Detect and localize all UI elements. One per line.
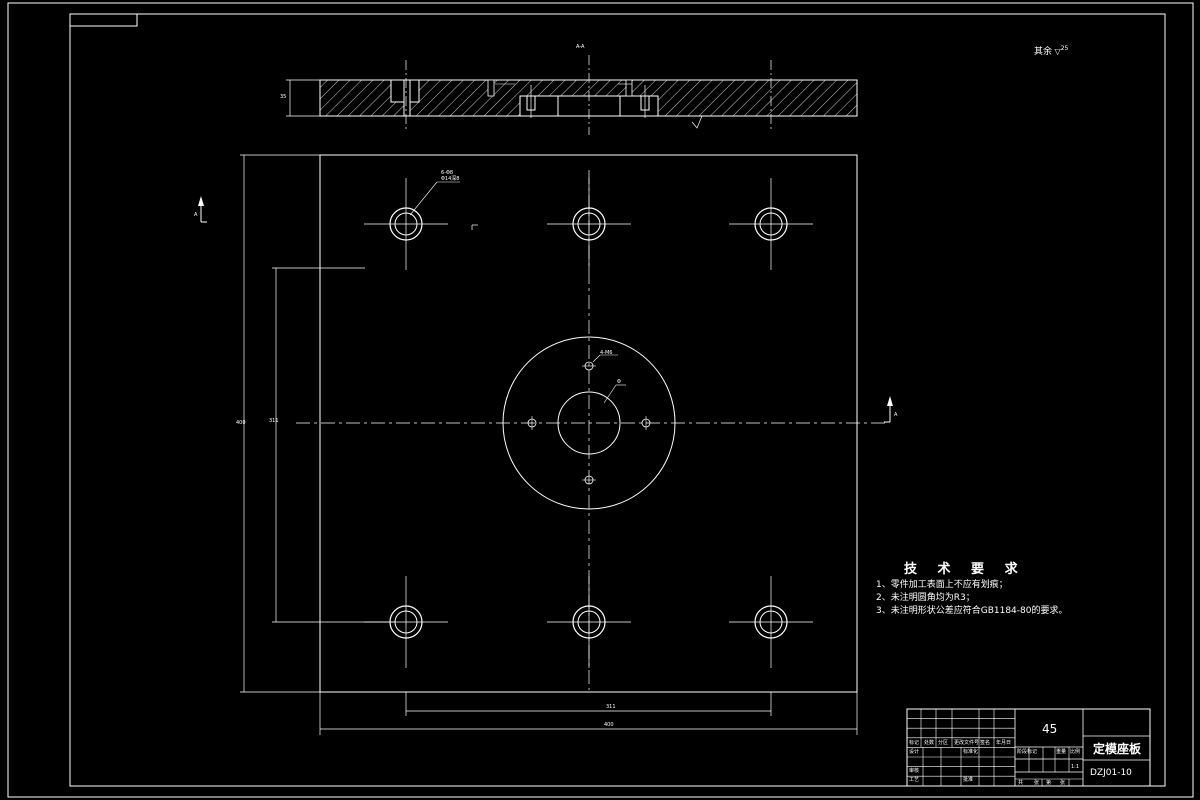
row-label-3: 更改文件号 [954, 740, 980, 746]
center-boss [502, 336, 676, 510]
footer-label-3: 张 [1060, 780, 1066, 786]
dim-left-outer: 400 [236, 420, 246, 426]
hole-leader [409, 181, 438, 216]
counterbore-hole [729, 576, 813, 668]
hole-note: 6-Φ8 Φ14深8 [441, 170, 460, 182]
dim-bottom-inner: 311 [606, 704, 616, 710]
title-block-grid [907, 708, 1015, 787]
counterbore-hole [729, 178, 813, 270]
counterbore-hole [364, 576, 448, 668]
plan-view [240, 154, 885, 735]
tech-requirement-2: 2、未注明圆角均为R3； [876, 593, 975, 603]
stage-label-2: 比例 [1070, 749, 1081, 755]
left-label-review: 审核 [909, 768, 920, 774]
roughness-note: 其余 ▽25 [1034, 45, 1069, 57]
row-label-4: 签名 [980, 740, 991, 746]
row-label-5: 年月日 [996, 740, 1012, 746]
counterbore-hole [547, 576, 631, 668]
section-label: A-A [576, 44, 585, 50]
scale-value: 1:1 [1071, 764, 1080, 770]
mounting-holes [364, 178, 813, 668]
center-hole-label: Φ [617, 379, 621, 385]
corner-box [69, 13, 138, 27]
counterbore-hole [547, 178, 631, 270]
mid-label-approve: 批准 [963, 777, 974, 783]
footer-label-0: 共 [1018, 780, 1024, 786]
section-view [286, 55, 858, 135]
dim-bottom-outer: 400 [604, 722, 614, 728]
material-label: 45 [1042, 722, 1058, 736]
section-arrow-left [198, 196, 207, 223]
row-label-2: 分区 [938, 740, 949, 746]
row-label-0: 标记 [909, 740, 920, 746]
small-hole-label: 4-M6 [600, 350, 613, 356]
tech-requirements-title: 技 术 要 求 [904, 562, 1026, 577]
dim-left-inner: 311 [269, 418, 279, 424]
inner-frame [69, 13, 1166, 787]
footer-label-1: 张 [1034, 780, 1040, 786]
section-mark-right: A [894, 412, 898, 418]
stage-label-0: 阶段标记 [1017, 749, 1038, 755]
row-label-1: 处数 [924, 740, 935, 746]
counterbore-hole [364, 178, 448, 270]
section-mark-left: A [194, 212, 198, 218]
outer-frame [7, 2, 1194, 798]
stage-label-1: 重量 [1056, 749, 1067, 755]
left-label-process: 工艺 [909, 777, 920, 783]
tech-requirement-3: 3、未注明形状公差应符合GB1184-80的要求。 [876, 606, 1068, 616]
footer-label-2: 第 [1046, 780, 1052, 786]
part-name: 定模座板 [1093, 742, 1142, 756]
section-arrow-right [884, 396, 893, 423]
left-label-design: 设计 [909, 749, 920, 755]
mid-label-std: 标准化 [963, 749, 979, 755]
thickness-dim-label: 35 [280, 94, 287, 100]
drawing-number: DZJ01-10 [1090, 768, 1132, 778]
tech-requirement-1: 1、零件加工表面上不应有划痕； [876, 580, 1008, 590]
title-block [906, 708, 1151, 787]
